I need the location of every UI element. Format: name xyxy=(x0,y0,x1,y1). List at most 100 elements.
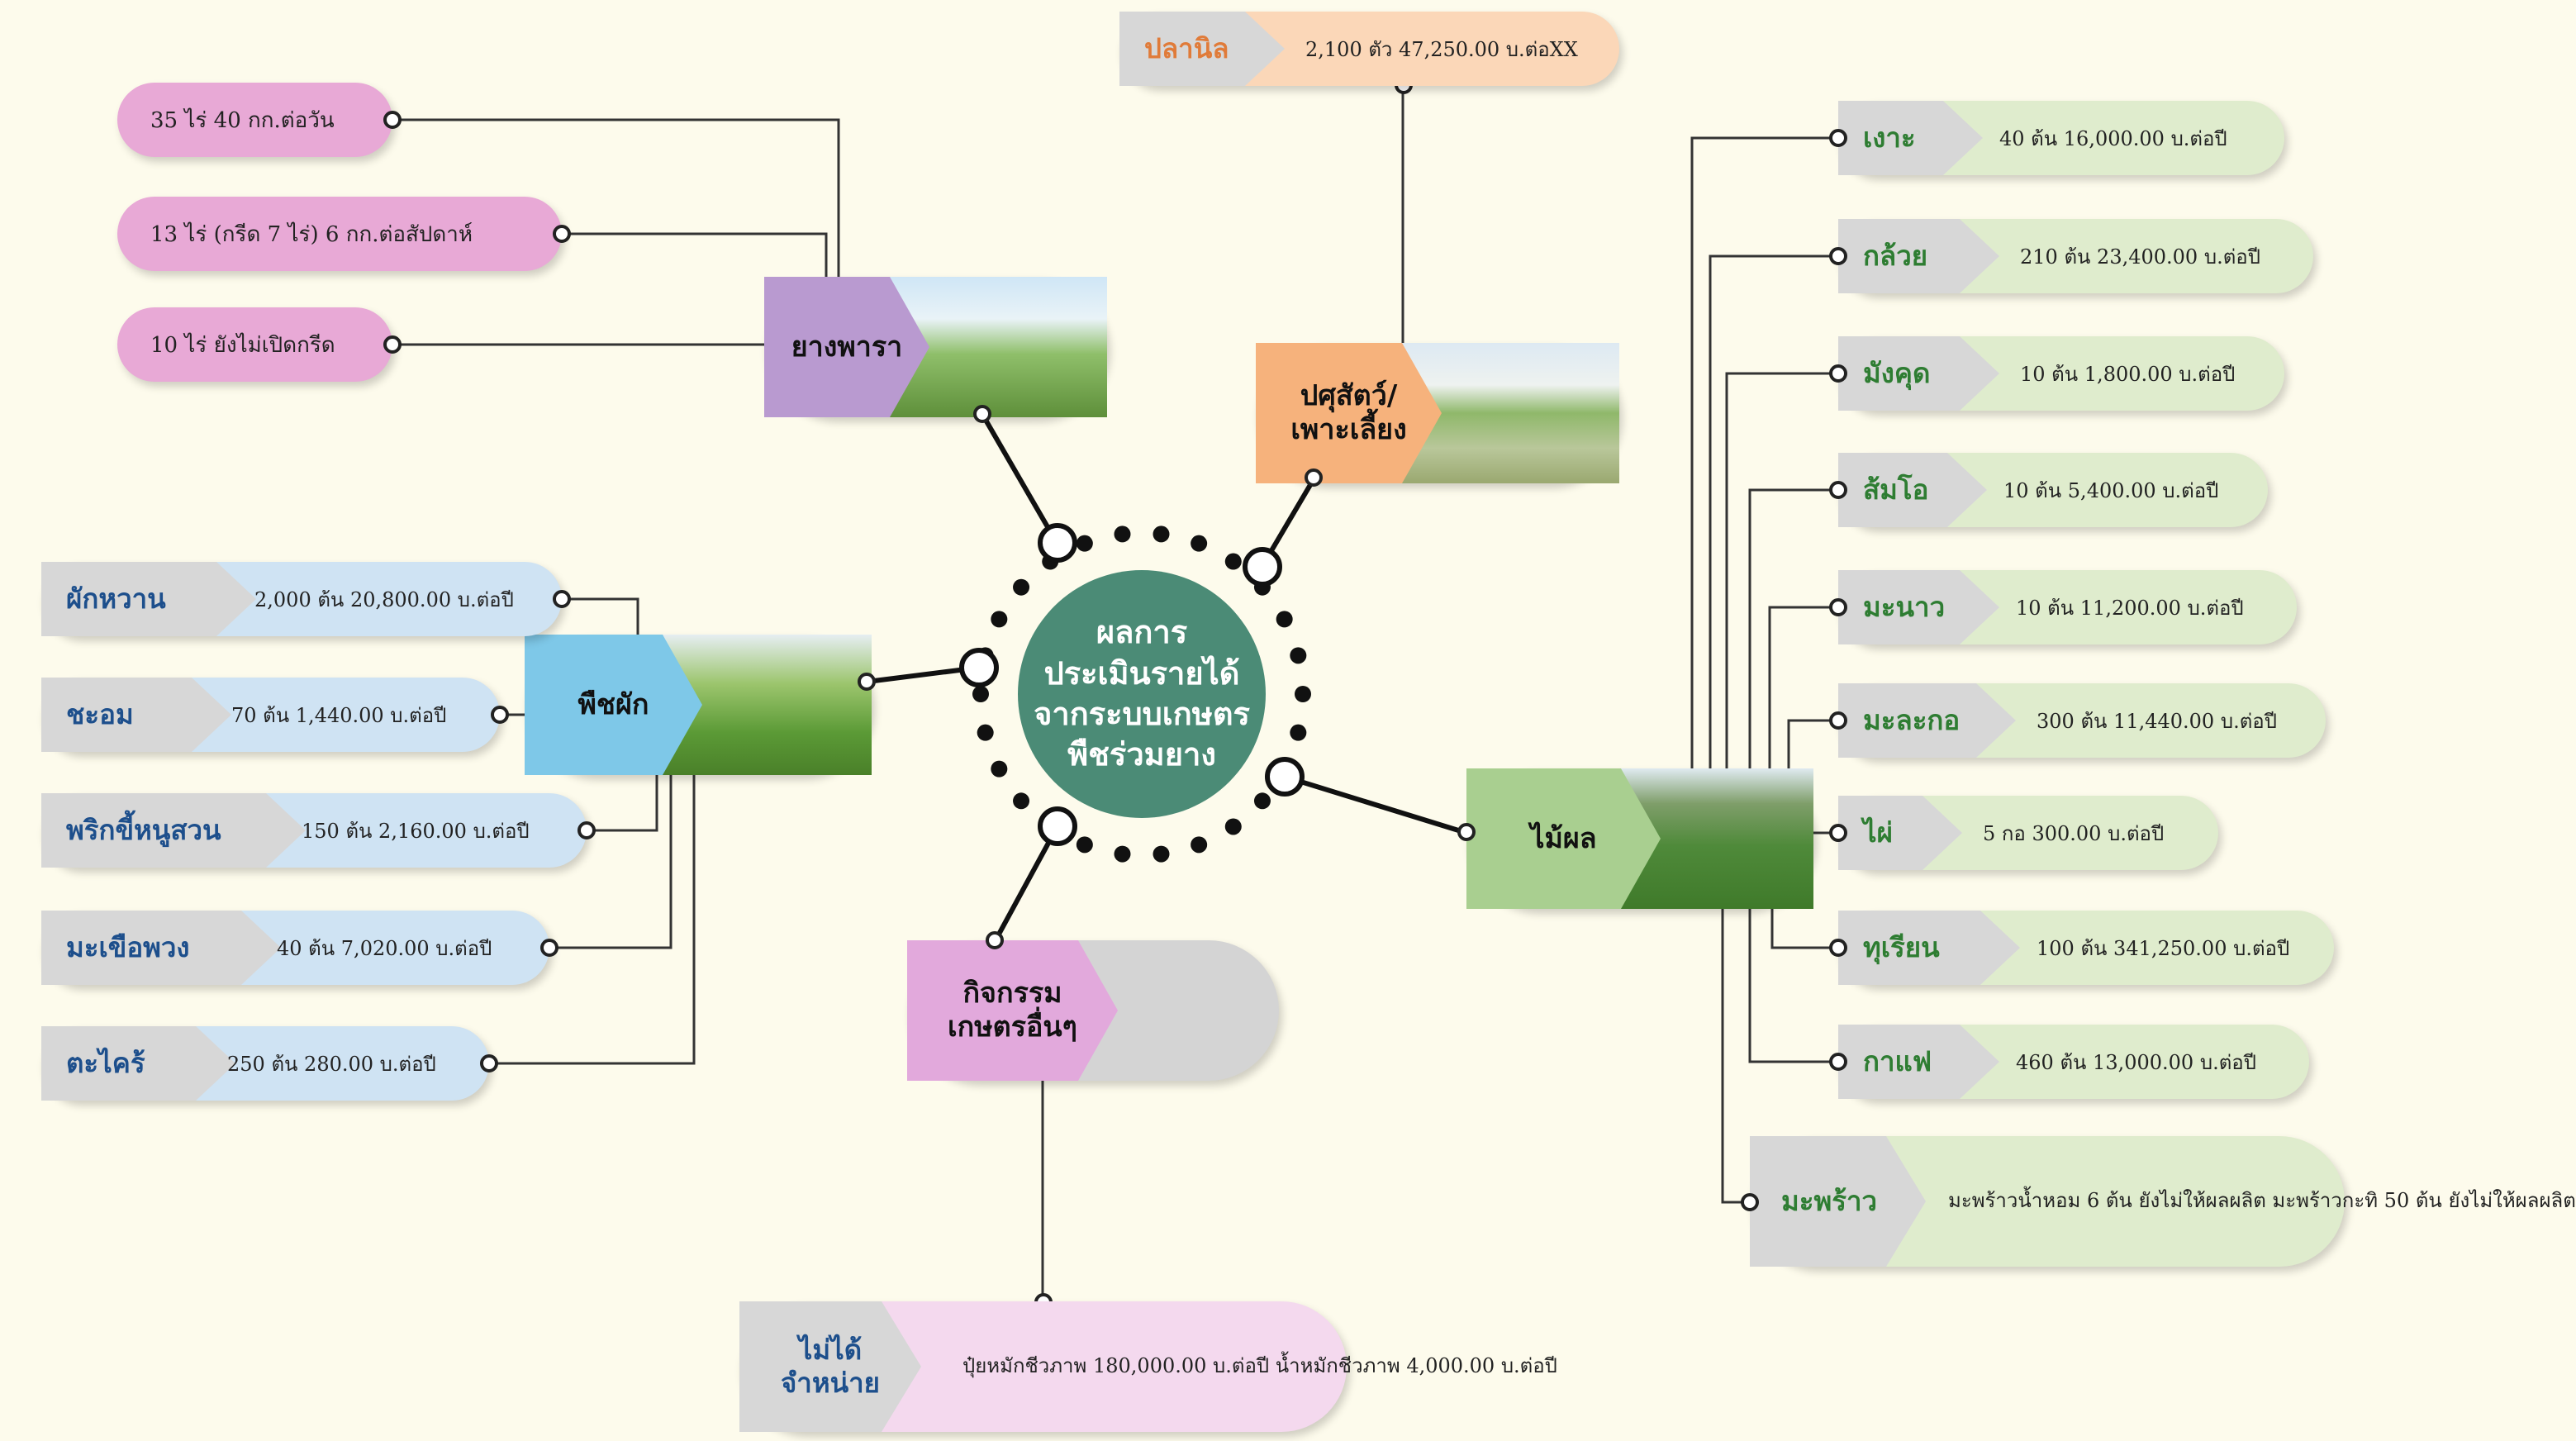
rubber-item-text: 13 ไร่ (กรีด 7 ไร่) 6 กก.ต่อสัปดาห์ xyxy=(150,221,473,247)
fruit-item-value: 10 ต้น 1,800.00 บ.ต่อปี xyxy=(2020,362,2236,386)
fruit-item: ไผ่ 5 กอ 300.00 บ.ต่อปี xyxy=(1838,796,2218,870)
vegetable-item: ผักหวาน 2,000 ต้น 20,800.00 บ.ต่อปี xyxy=(41,562,562,636)
fruit-item-dot xyxy=(1829,247,1847,265)
fruit-item-value: 10 ต้น 11,200.00 บ.ต่อปี xyxy=(2016,596,2244,620)
fruit-item: เงาะ 40 ต้น 16,000.00 บ.ต่อปี xyxy=(1838,101,2284,175)
fruit-item-dot xyxy=(1829,364,1847,383)
hub-fruit: ไม้ผล xyxy=(1466,768,1813,909)
ring-dot xyxy=(1276,611,1293,628)
fruit-item-label: ส้มโอ xyxy=(1838,453,1987,527)
other-item-label: ไม่ได้ จำหน่าย xyxy=(739,1301,921,1432)
ring-dot xyxy=(1191,535,1208,552)
fruit-item-value: 460 ต้น 13,000.00 บ.ต่อปี xyxy=(2016,1050,2256,1074)
ring-dot xyxy=(1295,686,1311,702)
center-summary-circle: ผลการ ประเมินรายได้ จากระบบเกษตร พืชร่วม… xyxy=(1018,570,1266,818)
fruit-item: ส้มโอ 10 ต้น 5,400.00 บ.ต่อปี xyxy=(1838,453,2268,527)
fruit-item-dot xyxy=(1829,939,1847,957)
fruit-item-dot xyxy=(1829,598,1847,616)
vegetable-item-value: 2,000 ต้น 20,800.00 บ.ต่อปี xyxy=(254,587,514,611)
vegetable-item: ชะอม 70 ต้น 1,440.00 บ.ต่อปี xyxy=(41,678,500,752)
vegetable-item-value: 250 ต้น 280.00 บ.ต่อปี xyxy=(227,1052,436,1076)
hub-rubber: ยางพารา xyxy=(764,277,1107,417)
hub-livestock-dot xyxy=(1305,468,1323,487)
hub-other: กิจกรรม เกษตรอื่นๆ xyxy=(907,940,1279,1081)
fruit-item-label: ทุเรียน xyxy=(1838,911,2020,985)
vegetable-item-dot xyxy=(480,1054,498,1072)
vegetable-item-label: ตะไคร้ xyxy=(41,1026,235,1101)
other-item-value: ปุ๋ยหมักชีวภาพ 180,000.00 บ.ต่อปี น้ำหมั… xyxy=(962,1354,1557,1378)
center-link-dot-vegetables xyxy=(959,648,999,687)
rubber-item-dot xyxy=(383,111,402,129)
vegetable-item-label: ชะอม xyxy=(41,678,231,752)
ring-dot xyxy=(1114,845,1131,863)
ring-dot xyxy=(1191,836,1208,854)
hub-fruit-dot xyxy=(1457,823,1476,841)
fruit-item-value: มะพร้าวน้ำหอม 6 ต้น ยังไม่ให้ผลผลิต มะพร… xyxy=(1948,1189,2576,1213)
hub-fruit-label: ไม้ผล xyxy=(1466,768,1661,909)
ring-dot xyxy=(1114,526,1131,543)
ring-dot xyxy=(991,611,1008,628)
vegetable-item-label: พริกขี้หนูสวน xyxy=(41,793,306,868)
livestock-item: ปลานิล 2,100 ตัว 47,250.00 บ.ต่อXX xyxy=(1119,12,1619,86)
fruit-item-dot xyxy=(1829,481,1847,499)
hub-other-dot xyxy=(986,931,1004,949)
vegetable-item-value: 150 ต้น 2,160.00 บ.ต่อปี xyxy=(302,819,530,843)
ring-dot xyxy=(1224,553,1242,570)
vegetable-item-dot xyxy=(491,706,509,724)
hub-rubber-label: ยางพารา xyxy=(764,277,929,417)
vegetable-item-label: มะเขือพวง xyxy=(41,911,281,985)
hub-vegetables-dot xyxy=(858,673,876,691)
center-link-dot-livestock xyxy=(1243,547,1282,587)
vegetable-item-dot xyxy=(577,821,596,839)
ring-dot xyxy=(1076,535,1093,552)
vegetable-item-value: 70 ต้น 1,440.00 บ.ต่อปี xyxy=(231,703,447,727)
ring-dot xyxy=(1224,818,1242,835)
ring-dot xyxy=(1076,836,1093,854)
hub-rubber-dot xyxy=(973,405,991,423)
vegetable-item-dot xyxy=(553,590,571,608)
fruit-item-label: เงาะ xyxy=(1838,101,1983,175)
hub-other-label: กิจกรรม เกษตรอื่นๆ xyxy=(907,940,1118,1081)
fruit-item-label: ไผ่ xyxy=(1838,796,1962,870)
fruit-item-dot xyxy=(1829,711,1847,730)
fruit-item-dot xyxy=(1741,1193,1759,1211)
hub-livestock: ปศุสัตว์/ เพาะเลี้ยง xyxy=(1256,343,1619,483)
ring-dot xyxy=(1153,526,1170,543)
ring-dot xyxy=(1290,724,1307,741)
fruit-item-dot xyxy=(1829,129,1847,147)
vegetable-item-label: ผักหวาน xyxy=(41,562,256,636)
fruit-item-value: 100 ต้น 341,250.00 บ.ต่อปี xyxy=(2037,936,2290,960)
center-link-dot-rubber xyxy=(1038,523,1077,563)
hub-vegetables-label: พืชผัก xyxy=(525,635,702,775)
fruit-item-label: มะละกอ xyxy=(1838,683,2016,758)
rubber-item-dot xyxy=(383,335,402,354)
vegetable-item: มะเขือพวง 40 ต้น 7,020.00 บ.ต่อปี xyxy=(41,911,549,985)
fruit-item: มังคุด 10 ต้น 1,800.00 บ.ต่อปี xyxy=(1838,336,2284,411)
center-title: ผลการ ประเมินรายได้ จากระบบเกษตร พืชร่วม… xyxy=(1034,614,1250,773)
fruit-item-value: 40 ต้น 16,000.00 บ.ต่อปี xyxy=(1999,126,2227,150)
fruit-item: มะพร้าว มะพร้าวน้ำหอม 6 ต้น ยังไม่ให้ผลผ… xyxy=(1750,1136,2576,1267)
vegetable-item: พริกขี้หนูสวน 150 ต้น 2,160.00 บ.ต่อปี xyxy=(41,793,587,868)
fruit-item: กล้วย 210 ต้น 23,400.00 บ.ต่อปี xyxy=(1838,219,2313,293)
ring-dot xyxy=(1253,792,1271,810)
fruit-item-label: มะนาว xyxy=(1838,570,1999,644)
livestock-item-label: ปลานิล xyxy=(1119,12,1285,86)
rubber-item: 13 ไร่ (กรีด 7 ไร่) 6 กก.ต่อสัปดาห์ xyxy=(117,197,562,271)
center-link-dot-fruit xyxy=(1265,757,1305,797)
vegetable-item: ตะไคร้ 250 ต้น 280.00 บ.ต่อปี xyxy=(41,1026,489,1101)
fruit-item: มะละกอ 300 ต้น 11,440.00 บ.ต่อปี xyxy=(1838,683,2326,758)
rubber-item-text: 35 ไร่ 40 กก.ต่อวัน xyxy=(150,107,335,133)
ring-dot xyxy=(1013,792,1030,810)
center-link-dot-other xyxy=(1038,806,1077,846)
livestock-item-value: 2,100 ตัว 47,250.00 บ.ต่อXX xyxy=(1305,37,1578,61)
ring-dot xyxy=(972,686,989,702)
fruit-item-value: 210 ต้น 23,400.00 บ.ต่อปี xyxy=(2020,245,2260,269)
fruit-item-value: 10 ต้น 5,400.00 บ.ต่อปี xyxy=(2003,478,2219,502)
hub-livestock-label: ปศุสัตว์/ เพาะเลี้ยง xyxy=(1256,343,1442,483)
other-item: ไม่ได้ จำหน่าย ปุ๋ยหมักชีวภาพ 180,000.00… xyxy=(739,1301,1557,1432)
fruit-item-value: 5 กอ 300.00 บ.ต่อปี xyxy=(1983,821,2165,845)
fruit-item-label: กล้วย xyxy=(1838,219,1999,293)
fruit-item-label: กาแฟ xyxy=(1838,1025,1999,1099)
rubber-item-text: 10 ไร่ ยังไม่เปิดกรีด xyxy=(150,332,335,358)
vegetable-item-value: 40 ต้น 7,020.00 บ.ต่อปี xyxy=(277,936,492,960)
